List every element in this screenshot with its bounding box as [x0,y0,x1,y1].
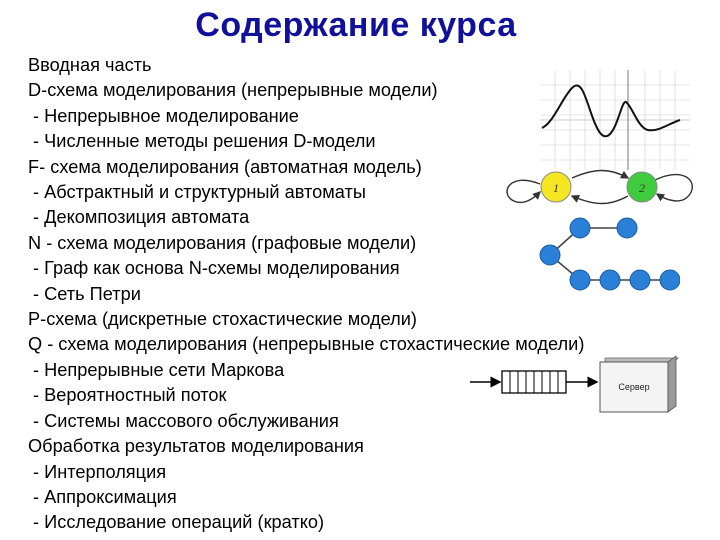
transition-arrow [571,169,630,179]
outline-item: - Граф как основа N-схемы моделирования [28,258,400,279]
transition-arrow [570,194,629,205]
outline-item: P-схема (дискретные стохастические модел… [28,309,417,330]
slide-title: Содержание курса [195,6,517,44]
automaton-figure: 1 2 [506,169,693,205]
signal-curve [541,84,681,138]
outline-item: - Системы массового обслуживания [28,410,339,431]
graph-node [569,269,591,291]
server-box [599,361,669,413]
outline-item: - Непрерывные сети Маркова [28,359,285,380]
course-outline: Вводная часть D-схема моделирования (неп… [28,53,584,536]
outline-item: - Исследование операций (кратко) [28,512,325,533]
outline-item: D-схема моделирования (непрерывные модел… [28,80,438,101]
state-node-1 [540,171,572,203]
outline-item: F- схема моделирования (автоматная модел… [28,156,422,177]
graph-figure [539,217,680,291]
graph-node [539,244,561,266]
server-label: Сервер [618,382,649,392]
signal-grid [540,70,690,170]
queue-server-figure: Сервер [470,355,679,413]
state-label-1: 1 [553,181,559,195]
outline-item: N - схема моделирования (графовые модели… [28,232,417,253]
state-label-2: 2 [639,181,645,195]
graph-node [659,269,680,291]
outline-item: - Абстрактный и структурный автоматы [28,182,366,203]
graph-node [616,217,638,239]
outline-item: - Сеть Петри [28,283,141,304]
outline-item: - Вероятностный поток [28,385,227,406]
server-box-side [667,355,677,413]
self-loop-arrow [654,174,693,202]
outline-item: - Численные методы решения D-модели [28,131,376,152]
continuous-signal-figure [540,70,690,170]
self-loop-arrow [506,179,541,204]
queue-slots [509,371,559,393]
graph-node [599,269,621,291]
outline-item: - Аппроксимация [28,486,177,507]
outline-item: Обработка результатов моделирования [28,436,364,457]
outline-item: - Декомпозиция автомата [28,207,250,228]
outline-item: - Интерполяция [28,461,167,482]
state-node-2 [626,171,658,203]
graph-node [569,217,591,239]
graph-nodes [539,217,680,291]
outline-item: - Непрерывное моделирование [28,105,299,126]
graph-node [629,269,651,291]
outline-item: Вводная часть [28,55,152,75]
outline-item: Q - схема моделирования (непрерывные сто… [28,334,585,355]
